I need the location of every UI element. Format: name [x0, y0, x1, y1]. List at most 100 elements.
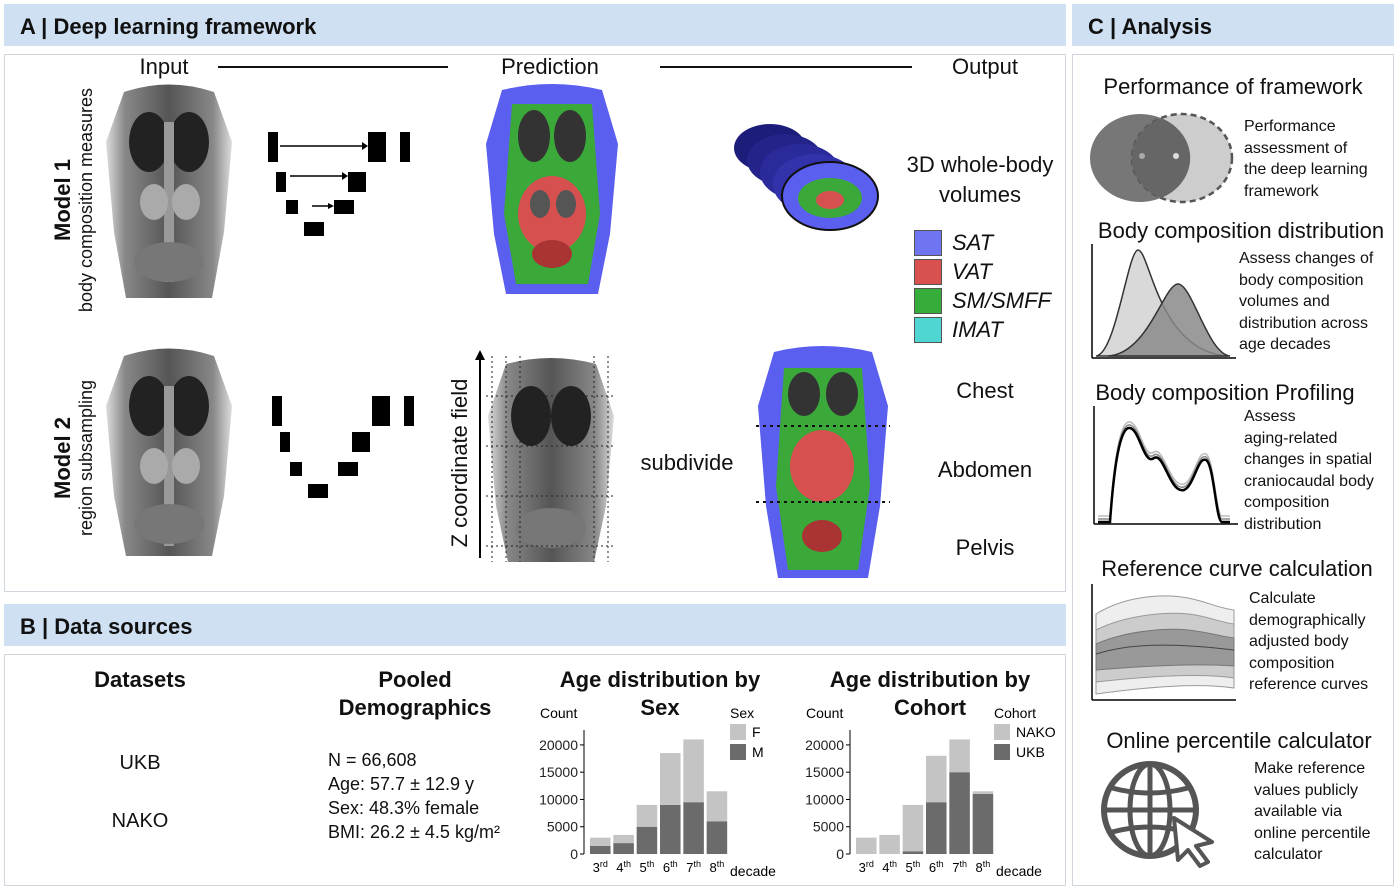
prediction-grid-mri — [486, 356, 616, 562]
chart-ytick-label: 5000 — [547, 819, 578, 835]
legend-label-imat: IMAT — [952, 317, 1003, 342]
chart-xtick-label: 7th — [686, 859, 701, 875]
subdivide-label: subdivide — [640, 450, 734, 475]
chart-legend-swatch-m — [730, 744, 746, 760]
chart-ylabel: Count — [540, 705, 577, 721]
chart-ytick-label: 0 — [836, 846, 844, 862]
z-axis-arrow — [475, 350, 485, 558]
chart-xtick-label: 3rd — [859, 859, 874, 875]
analysis-desc-profiling: Assess aging-related changes in spatial … — [1244, 408, 1374, 533]
chart-xtick-label: 3rd — [593, 859, 608, 875]
chart-bar-ukb-8th — [972, 794, 994, 854]
demo-bmi: BMI: 26.2 ± 4.5 kg/m² — [328, 822, 500, 842]
chart-bar-nako-6th — [926, 755, 947, 803]
chart-bar-f-5th — [636, 804, 658, 827]
chart-ytick-label: 10000 — [805, 791, 844, 807]
model2-subtitle: region subsampling — [76, 379, 96, 537]
chart-bar-m-7th — [683, 802, 704, 854]
panel-b-header: B | Data sources — [4, 604, 1066, 646]
chart-ytick-label: 10000 — [539, 791, 578, 807]
chart-bar-m-6th — [660, 804, 681, 854]
input-divider — [218, 66, 448, 68]
chart-xtick-label: 5th — [906, 859, 921, 875]
unet-diagram-model2 — [272, 396, 414, 498]
chart-ytick-label: 20000 — [539, 737, 578, 753]
legend-label-sat: SAT — [952, 230, 994, 255]
chart-xtick-label: 8th — [710, 859, 725, 875]
chart-bar-nako-3rd — [856, 837, 877, 854]
chart-legend-label-f: F — [752, 724, 761, 740]
demographics-list: N = 66,608 Age: 57.7 ± 12.9 y Sex: 48.3%… — [328, 748, 500, 844]
output-volumes-label: 3D whole-body volumes — [906, 152, 1054, 207]
panel-c-header: C | Analysis — [1072, 4, 1394, 46]
chart-ytick-label: 5000 — [813, 819, 844, 835]
chart-ytick-label: 15000 — [539, 764, 578, 780]
model2-title: Model 2 — [50, 417, 75, 499]
analysis-desc-reference: Calculate demographically adjusted body … — [1249, 590, 1369, 693]
chart-cohort-title: Age distribution by Cohort — [829, 667, 1031, 720]
unet-diagram-model1 — [268, 132, 410, 236]
chart-xtick-label: 5th — [640, 859, 655, 875]
legend-item-sat: SAT — [914, 230, 993, 256]
analysis-title-distribution: Body composition distribution — [1097, 218, 1385, 243]
chart-bar-f-3rd — [590, 837, 611, 846]
chart-legend-swatch-f — [730, 724, 746, 740]
demo-sex: Sex: 48.3% female — [328, 798, 480, 818]
col-input-title: Input — [139, 54, 189, 79]
chart-bar-f-6th — [660, 753, 681, 805]
demo-age: Age: 57.7 ± 12.9 y — [328, 774, 474, 794]
analysis-desc-performance: Performance assessment of the deep learn… — [1244, 118, 1368, 200]
analysis-desc-distribution: Assess changes of body composition volum… — [1239, 250, 1374, 353]
globe-cursor-icon — [1101, 761, 1214, 868]
panel-a-header: A | Deep learning framework — [4, 4, 1066, 46]
region-chest: Chest — [956, 378, 1014, 403]
chart-ylabel: Count — [806, 705, 843, 721]
model1-subtitle: body composition measures — [76, 87, 96, 313]
chart-xtick-label: 6th — [929, 859, 944, 875]
legend-item-sm: SM/SMFF — [914, 288, 1051, 314]
chart-ytick-label: 20000 — [805, 737, 844, 753]
chart-bar-ukb-5th — [902, 851, 924, 854]
model2-label: Model 2 region subsampling — [50, 318, 110, 598]
chart-bar-ukb-7th — [949, 772, 970, 854]
chart-bar-f-8th — [706, 791, 728, 822]
chart-sex-title: Age distribution by Sex — [559, 667, 761, 720]
legend-label-sm: SM/SMFF — [952, 288, 1051, 313]
chart-xtick-label: 8th — [976, 859, 991, 875]
chart-legend-title: Cohort — [994, 705, 1036, 721]
model1-label: Model 1 body composition measures — [50, 60, 110, 340]
col-output-title: Output — [951, 54, 1019, 79]
chart-ytick-label: 15000 — [805, 764, 844, 780]
chart-legend-title: Sex — [730, 705, 754, 721]
dataset-ukb: UKB — [119, 752, 161, 774]
chart-ytick-label: 0 — [570, 846, 578, 862]
demo-n: N = 66,608 — [328, 750, 417, 770]
region-segmentation — [756, 346, 890, 578]
prediction-divider — [660, 66, 912, 68]
chart-bar-ukb-6th — [926, 802, 947, 854]
prediction-segmentation — [486, 84, 618, 294]
analysis-desc-calculator: Make reference values publicly available… — [1254, 760, 1371, 863]
dataset-nako: NAKO — [111, 810, 169, 832]
chart-legend-swatch-nako — [994, 724, 1010, 740]
chart-xtick-label: 4th — [616, 859, 631, 875]
legend-item-imat: IMAT — [914, 317, 1003, 343]
mri-input-model1 — [106, 84, 232, 298]
demographics-title: Pooled Demographics — [338, 667, 492, 720]
chart-xtick-label: 4th — [882, 859, 897, 875]
chart-bar-nako-7th — [949, 739, 970, 773]
3d-volume-stack — [734, 124, 879, 231]
chart-legend-label-m: M — [752, 744, 764, 760]
chart-bar-m-5th — [636, 826, 658, 854]
chart-xlabel: decade — [730, 863, 776, 879]
model1-title: Model 1 — [50, 159, 75, 241]
chart-bar-m-8th — [706, 821, 728, 854]
legend-swatch-sm — [914, 288, 942, 314]
chart-xlabel: decade — [996, 863, 1042, 879]
analysis-title-reference: Reference curve calculation — [1101, 556, 1373, 581]
chart-bar-nako-8th — [972, 791, 994, 794]
legend-swatch-vat — [914, 259, 942, 285]
chart-legend-label-nako: NAKO — [1016, 724, 1056, 740]
chart-bar-m-3rd — [590, 845, 611, 854]
